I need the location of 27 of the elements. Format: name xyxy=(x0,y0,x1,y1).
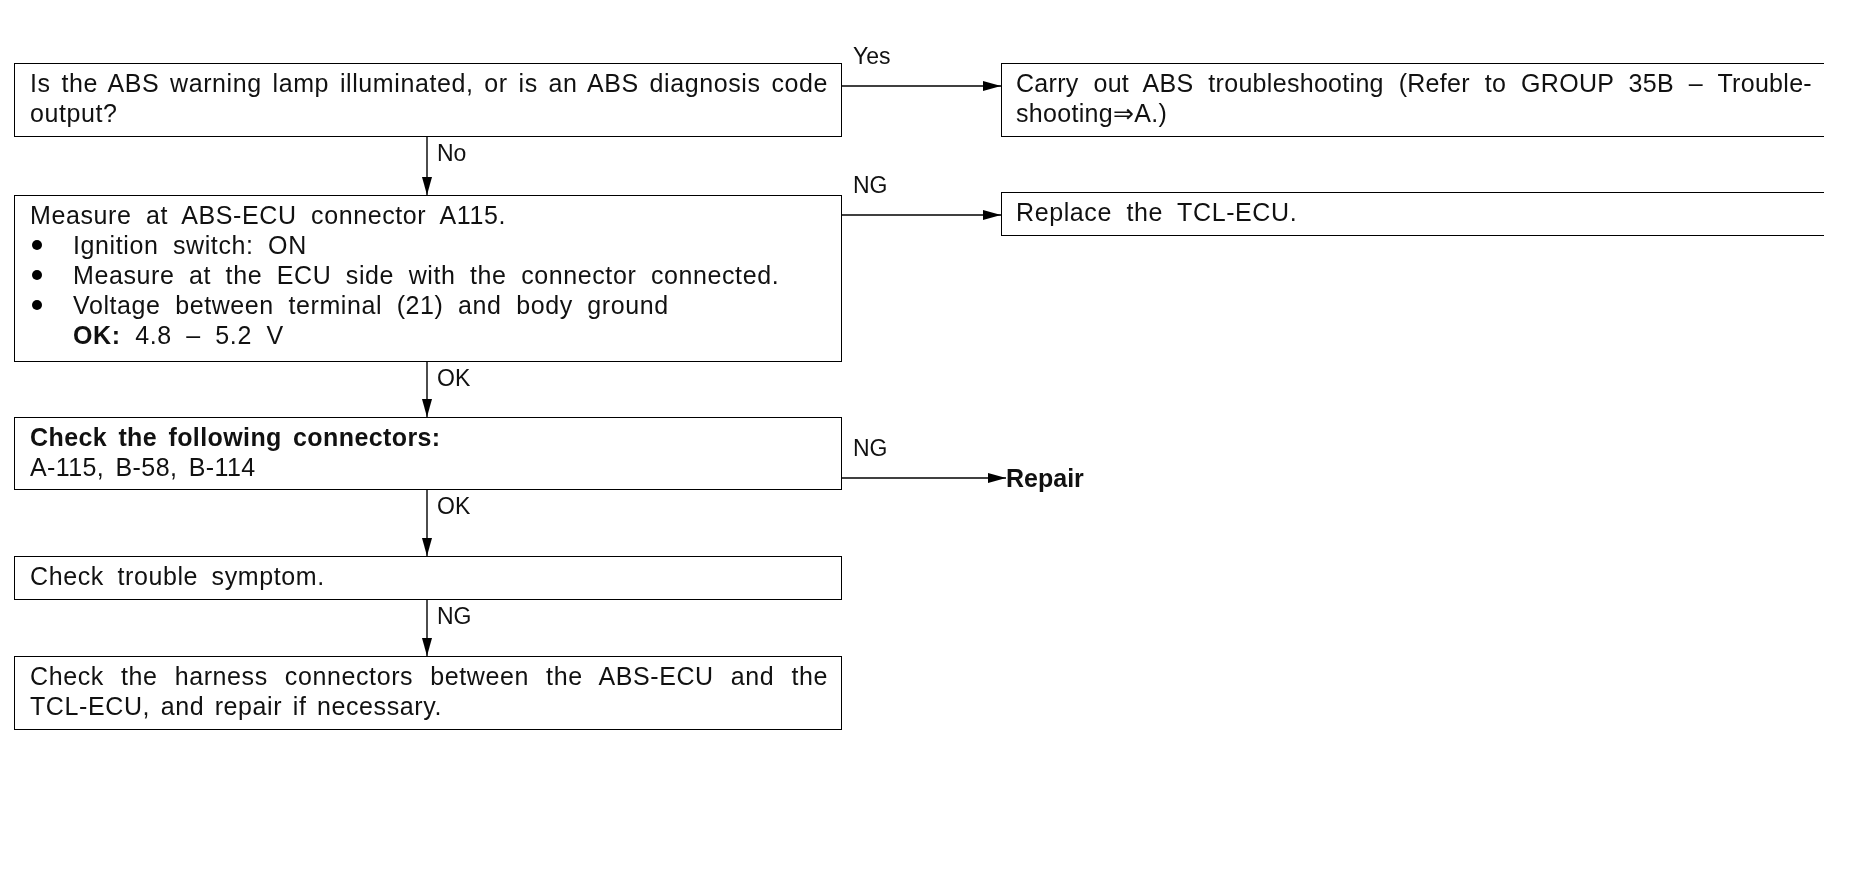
bullet-text: Measure at the ECU side with the connector connected. xyxy=(73,260,780,290)
box-text: Replace the TCL-ECU. xyxy=(1016,197,1299,227)
arrow xyxy=(841,210,1002,220)
result-text: OK: 4.8 – 5.2 V xyxy=(73,320,284,350)
bullet-text: Voltage between terminal (21) and body ground xyxy=(73,290,669,320)
box-text: Carry out ABS troubleshooting (Refer to GROUP 35B – Trouble-shooting⇒A.) xyxy=(1016,68,1812,128)
box-text: A-115, B-58, B-114 xyxy=(30,452,257,482)
arrow xyxy=(422,599,432,657)
process-box xyxy=(14,556,842,600)
process-box xyxy=(14,656,842,730)
action-box xyxy=(1001,192,1824,236)
bullet-text: Ignition switch: ON xyxy=(73,230,307,260)
action-box xyxy=(1001,63,1824,137)
arrow xyxy=(422,136,432,196)
arrow xyxy=(422,361,432,418)
box-text: Measure at ABS-ECU connector A115. xyxy=(30,200,507,230)
arrow xyxy=(422,489,432,557)
heading-text: Check the following connectors: xyxy=(30,422,441,452)
action-text: Repair xyxy=(1006,463,1084,493)
arrow xyxy=(841,81,1002,91)
arrow xyxy=(841,473,1007,483)
process-box xyxy=(14,63,842,137)
box-text: Is the ABS warning lamp illuminated, or is an ABS diagnosis code output? xyxy=(30,68,828,128)
box-text: Check trouble symptom. xyxy=(30,561,326,591)
process-box xyxy=(14,195,842,362)
process-box xyxy=(14,417,842,490)
box-text: Check the harness connectors between the ABS-ECU and the TCL-ECU, and repair if necessary. xyxy=(30,661,828,721)
